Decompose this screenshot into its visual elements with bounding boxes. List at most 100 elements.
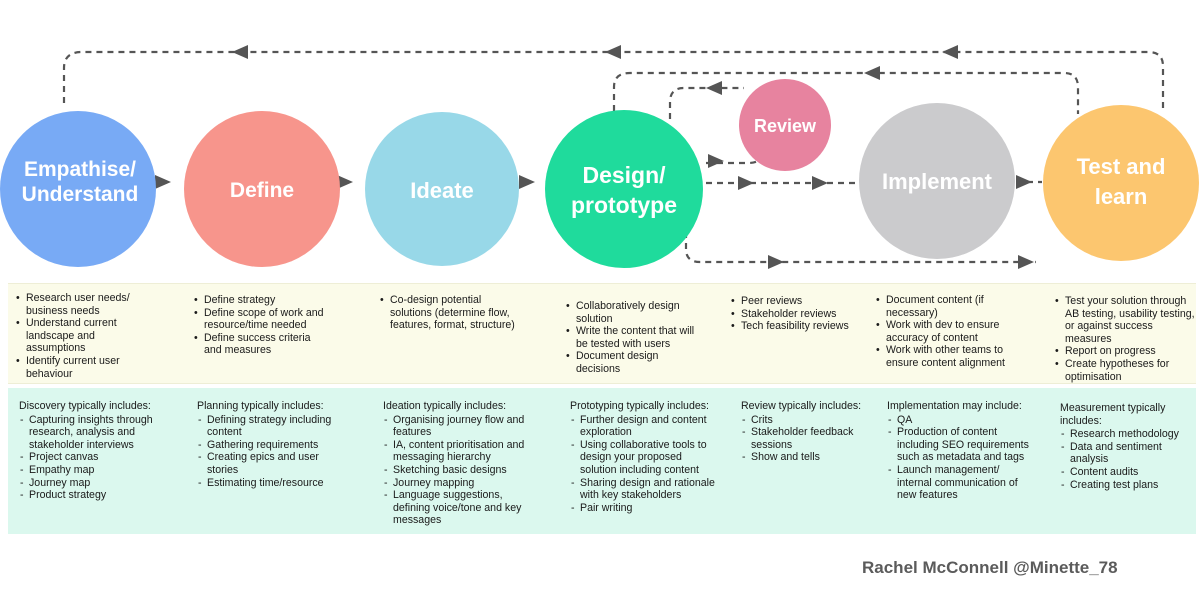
- discovery-includes: Discovery typically includes: Capturing …: [19, 400, 161, 502]
- list-item: Tech feasibility reviews: [731, 320, 871, 333]
- empathise-label-line2: Understand: [22, 183, 139, 206]
- list-item: Show and tells: [741, 451, 871, 464]
- empathise-activities: Research user needs/ business needsUnder…: [16, 292, 148, 380]
- ideate-label: Ideate: [410, 178, 474, 203]
- empathise-circle: [0, 111, 156, 267]
- test-activities: Test your solution through AB testing, u…: [1055, 295, 1195, 383]
- list-item: Write the content that will be tested wi…: [566, 325, 701, 350]
- list-item: Project canvas: [19, 451, 161, 464]
- list-item: Work with dev to ensure accuracy of cont…: [876, 319, 1026, 344]
- list-item: Content audits: [1060, 466, 1192, 479]
- list-item: Capturing insights through research, ana…: [19, 414, 161, 452]
- prototyping-includes: Prototyping typically includes: Further …: [570, 400, 718, 514]
- ideation-includes: Ideation typically includes: Organising …: [383, 400, 533, 527]
- list-item: Pair writing: [570, 502, 718, 515]
- implement-label: Implement: [882, 169, 993, 194]
- implementation-heading: Implementation may include:: [887, 400, 1022, 412]
- define-activities: Define strategyDefine scope of work and …: [194, 294, 329, 357]
- list-item: Organising journey flow and features: [383, 414, 533, 439]
- list-item: Identify current user behaviour: [16, 355, 148, 380]
- loop-back-middle-connector: [612, 71, 1080, 114]
- list-item: Creating epics and user stories: [197, 451, 342, 476]
- design-to-review-arrowhead: [708, 154, 724, 168]
- review-circle: [739, 79, 831, 171]
- list-item: Understand current landscape and assumpt…: [16, 317, 148, 355]
- list-item: Creating test plans: [1060, 479, 1192, 492]
- list-item: Define strategy: [194, 294, 329, 307]
- define-label: Define: [230, 179, 294, 202]
- arrowheads: [155, 45, 1034, 269]
- list-item: Work with other teams to ensure content …: [876, 344, 1026, 369]
- list-item: Production of content including SEO requ…: [887, 426, 1037, 464]
- list-item: Using collaborative tools to design your…: [570, 439, 718, 477]
- list-item: Product strategy: [19, 489, 161, 502]
- list-item: Test your solution through AB testing, u…: [1055, 295, 1195, 345]
- ideation-heading: Ideation typically includes:: [383, 400, 507, 412]
- list-item: Document content (if necessary): [876, 294, 1026, 319]
- discovery-heading: Discovery typically includes:: [19, 400, 151, 412]
- implementation-includes: Implementation may include: QAProduction…: [887, 400, 1037, 502]
- list-item: Document design decisions: [566, 350, 701, 375]
- list-item: Create hypotheses for optimisation: [1055, 358, 1195, 383]
- design-activities: Collaboratively design solutionWrite the…: [566, 300, 701, 376]
- stage-labels: Empathise/ Understand Define Ideate Desi…: [22, 116, 1166, 218]
- review-activities: Peer reviewsStakeholder reviewsTech feas…: [731, 295, 871, 333]
- test-label-line1: Test and: [1077, 154, 1166, 179]
- list-item: Further design and content exploration: [570, 414, 718, 439]
- review-heading: Review typically includes:: [741, 400, 862, 412]
- planning-heading: Planning typically includes:: [197, 400, 324, 412]
- list-item: Estimating time/resource: [197, 477, 342, 490]
- design-label-line2: prototype: [571, 192, 677, 218]
- list-item: IA, content prioritisation and messaging…: [383, 439, 533, 464]
- list-item: QA: [887, 414, 1037, 427]
- define-to-ideate-arrowhead: [337, 175, 353, 189]
- list-item: Report on progress: [1055, 345, 1195, 358]
- design-circle: [545, 110, 703, 268]
- implement-activities: Document content (if necessary)Work with…: [876, 294, 1026, 370]
- review-includes: Review typically includes: CritsStakehol…: [741, 400, 871, 464]
- list-item: Journey map: [19, 477, 161, 490]
- loop-back-review-connector: [668, 86, 744, 119]
- test-label-line2: learn: [1095, 184, 1148, 209]
- review-label: Review: [754, 116, 817, 136]
- list-item: Sharing design and rationale with key st…: [570, 477, 718, 502]
- bypass-2-arrowhead: [1018, 255, 1034, 269]
- list-item: Sketching basic designs: [383, 464, 533, 477]
- loop-top-1-arrowhead: [232, 45, 248, 59]
- ideate-circle: [365, 112, 519, 266]
- list-item: Research user needs/ business needs: [16, 292, 148, 317]
- loop-middle-arrowhead: [864, 66, 880, 80]
- implement-to-test-arrowhead: [1016, 175, 1032, 189]
- loop-top-3-arrowhead: [942, 45, 958, 59]
- main-flow-2-arrowhead: [812, 176, 828, 190]
- list-item: Define scope of work and resource/time n…: [194, 307, 329, 332]
- loop-review-arrowhead: [706, 81, 722, 95]
- measurement-includes: Measurement typically includes: Research…: [1060, 402, 1192, 491]
- empathise-label-line1: Empathise/: [24, 158, 136, 181]
- planning-includes: Planning typically includes: Defining st…: [197, 400, 342, 489]
- loop-top-2-arrowhead: [605, 45, 621, 59]
- define-circle: [184, 111, 340, 267]
- list-item: Launch management/ internal communicatio…: [887, 464, 1037, 502]
- list-item: Stakeholder feedback sessions: [741, 426, 871, 451]
- list-item: Data and sentiment analysis: [1060, 441, 1192, 466]
- design-to-test-bypass-connector: [684, 232, 1036, 264]
- empathise-to-define-arrowhead: [155, 175, 171, 189]
- list-item: Empathy map: [19, 464, 161, 477]
- ideate-to-design-arrowhead: [519, 175, 535, 189]
- bypass-1-arrowhead: [768, 255, 784, 269]
- list-item: Gathering requirements: [197, 439, 342, 452]
- list-item: Peer reviews: [731, 295, 871, 308]
- list-item: Research methodology: [1060, 428, 1192, 441]
- list-item: Crits: [741, 414, 871, 427]
- list-item: Language suggestions, defining voice/ton…: [383, 489, 533, 527]
- prototyping-heading: Prototyping typically includes:: [570, 400, 709, 412]
- list-item: Define success criteria and measures: [194, 332, 329, 357]
- design-label-line1: Design/: [582, 162, 666, 188]
- list-item: Collaboratively design solution: [566, 300, 701, 325]
- list-item: Journey mapping: [383, 477, 533, 490]
- main-flow-1-arrowhead: [738, 176, 754, 190]
- list-item: Defining strategy including content: [197, 414, 342, 439]
- author-credit: Rachel McConnell @Minette_78: [862, 558, 1118, 577]
